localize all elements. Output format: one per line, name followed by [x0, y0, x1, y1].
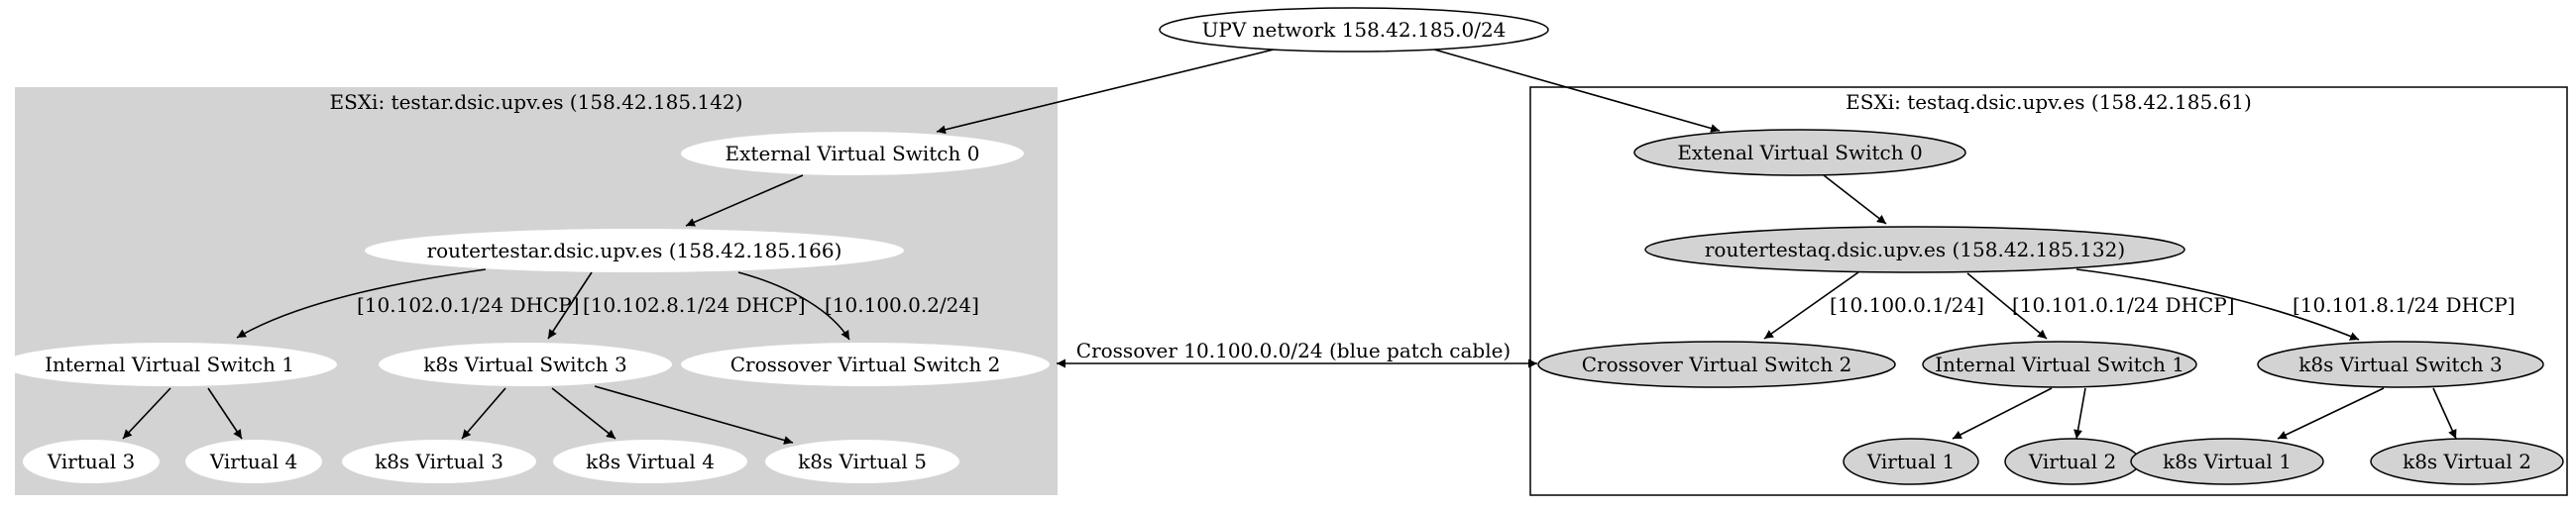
node-upv-network-label: UPV network 158.42.185.0/24	[1202, 18, 1507, 42]
edge-testaq-k8s-to-k8sv1	[2277, 387, 2385, 440]
node-testar-k8s-virtual-4[interactable]: k8s Virtual 4	[553, 440, 747, 483]
node-testaq-k8s-switch-label: k8s Virtual Switch 3	[2298, 353, 2503, 376]
node-testar-k8s-virtual-3-label: k8s Virtual 3	[375, 450, 504, 473]
node-testaq-router[interactable]: routertestaq.dsic.upv.es (158.42.185.132…	[1644, 226, 2185, 273]
node-testaq-virtual-1-label: Virtual 1	[1866, 450, 1955, 473]
edge-testar-internal-to-virtual3	[122, 387, 171, 440]
node-testaq-virtual-2[interactable]: Virtual 2	[2004, 438, 2141, 485]
node-testar-virtual-3[interactable]: Virtual 3	[23, 440, 160, 483]
node-testaq-k8s-virtual-1-label: k8s Virtual 1	[2163, 450, 2292, 473]
node-testar-virtual-4-label: Virtual 4	[209, 450, 297, 473]
edge-label-testaq-crossover: [10.100.0.1/24]	[1830, 293, 1984, 317]
node-testaq-router-label: routertestaq.dsic.upv.es (158.42.185.132…	[1705, 238, 2125, 261]
node-testaq-k8s-virtual-2[interactable]: k8s Virtual 2	[2370, 438, 2564, 485]
node-upv-network[interactable]: UPV network 158.42.185.0/24	[1159, 7, 1549, 52]
edge-testar-k8s-to-k8sv3	[461, 387, 506, 440]
node-testar-k8s-virtual-3[interactable]: k8s Virtual 3	[342, 440, 536, 483]
edge-labels: [10.102.0.1/24 DHCP] [10.102.8.1/24 DHCP…	[357, 293, 2516, 362]
node-testaq-k8s-virtual-1[interactable]: k8s Virtual 1	[2130, 438, 2324, 485]
node-testaq-internal-switch[interactable]: Internal Virtual Switch 1	[1922, 341, 2197, 388]
edge-label-testar-internal: [10.102.0.1/24 DHCP]	[357, 293, 580, 317]
edge-label-testar-crossover: [10.100.0.2/24]	[825, 293, 979, 317]
edge-testar-external-to-router	[685, 174, 804, 227]
edge-testar-router-to-internal	[236, 268, 487, 339]
node-testar-k8s-virtual-4-label: k8s Virtual 4	[586, 450, 715, 473]
node-testar-external-switch-label: External Virtual Switch 0	[726, 142, 980, 165]
node-testaq-virtual-1[interactable]: Virtual 1	[1843, 438, 1979, 485]
node-testar-virtual-3-label: Virtual 3	[47, 450, 135, 473]
edge-testaq-k8s-to-k8sv2	[2432, 387, 2457, 440]
edge-testar-k8s-to-k8sv4	[551, 387, 616, 440]
edge-upv-to-testaq-external	[1433, 49, 1721, 133]
edge-testaq-router-to-k8s	[2075, 268, 2360, 341]
edge-testar-internal-to-virtual4	[207, 387, 243, 440]
node-testar-k8s-virtual-5-label: k8s Virtual 5	[798, 450, 927, 473]
edge-label-testar-k8s: [10.102.8.1/24 DHCP]	[583, 293, 806, 317]
edge-testar-k8s-to-k8sv5	[594, 385, 794, 445]
node-testaq-crossover-switch-label: Crossover Virtual Switch 2	[1582, 353, 1852, 376]
edges	[122, 49, 2457, 445]
cluster-testar-title: ESXi: testar.dsic.upv.es (158.42.185.142…	[330, 90, 743, 114]
node-testar-internal-switch[interactable]: Internal Virtual Switch 1	[2, 343, 337, 386]
edge-label-testaq-internal: [10.101.0.1/24 DHCP]	[2012, 293, 2235, 317]
node-testar-external-switch[interactable]: External Virtual Switch 0	[681, 132, 1024, 175]
node-testaq-k8s-switch[interactable]: k8s Virtual Switch 3	[2257, 341, 2544, 388]
edge-testaq-external-to-router	[1823, 174, 1887, 225]
cluster-testaq-title: ESXi: testaq.dsic.upv.es (158.42.185.61)	[1846, 90, 2252, 114]
node-testar-router-label: routertestar.dsic.upv.es (158.42.185.166…	[427, 239, 842, 262]
edge-upv-to-testar-external	[936, 49, 1275, 135]
node-testaq-external-switch[interactable]: Extenal Virtual Switch 0	[1633, 129, 1966, 176]
node-testar-crossover-switch[interactable]: Crossover Virtual Switch 2	[681, 343, 1050, 386]
edge-label-crossover-link: Crossover 10.100.0.0/24 (blue patch cabl…	[1076, 339, 1511, 362]
node-testaq-crossover-switch[interactable]: Crossover Virtual Switch 2	[1537, 341, 1896, 388]
testaq-nodes: Extenal Virtual Switch 0 routertestaq.ds…	[1537, 129, 2564, 485]
node-testaq-external-switch-label: Extenal Virtual Switch 0	[1677, 141, 1922, 164]
edge-testaq-router-to-crossover	[1763, 271, 1859, 340]
edge-testar-router-to-crossover	[737, 271, 850, 341]
edge-testar-router-to-k8s	[547, 271, 593, 340]
node-testaq-internal-switch-label: Internal Virtual Switch 1	[1935, 353, 2184, 376]
node-testar-k8s-switch-label: k8s Virtual Switch 3	[423, 353, 627, 376]
node-testar-router[interactable]: routertestar.dsic.upv.es (158.42.185.166…	[365, 229, 904, 272]
edge-testaq-internal-to-virtual2	[2073, 387, 2086, 440]
node-testar-k8s-switch[interactable]: k8s Virtual Switch 3	[379, 343, 672, 386]
edge-testaq-internal-to-virtual1	[1952, 387, 2053, 440]
node-testar-virtual-4[interactable]: Virtual 4	[185, 440, 322, 483]
node-testar-internal-switch-label: Internal Virtual Switch 1	[45, 353, 294, 376]
node-testaq-k8s-virtual-2-label: k8s Virtual 2	[2403, 450, 2531, 473]
node-testaq-virtual-2-label: Virtual 2	[2028, 450, 2116, 473]
testar-nodes: External Virtual Switch 0 routertestar.d…	[2, 132, 1050, 483]
node-testar-crossover-switch-label: Crossover Virtual Switch 2	[730, 353, 1001, 376]
node-testar-k8s-virtual-5[interactable]: k8s Virtual 5	[765, 440, 959, 483]
cluster-testaq	[1529, 86, 2568, 496]
edge-testaq-router-to-internal	[1966, 272, 2048, 340]
edge-label-testaq-k8s: [10.101.8.1/24 DHCP]	[2293, 293, 2516, 317]
